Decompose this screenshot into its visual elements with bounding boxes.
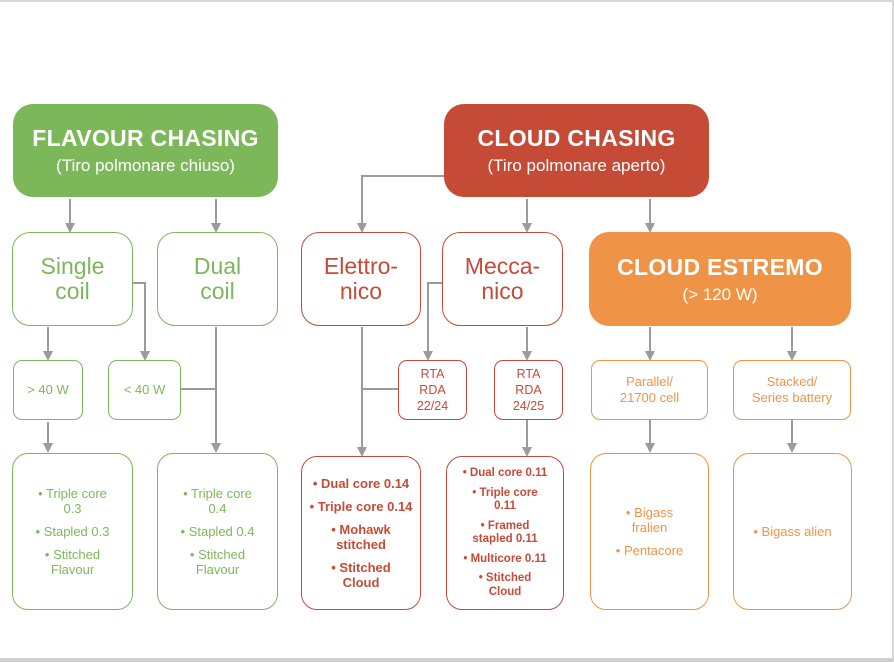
arrow-meccanico-rta22 <box>423 282 442 361</box>
arrow-single-under40 <box>132 282 150 361</box>
category-single-coil: Single coil <box>12 232 133 326</box>
condition-stacked: Stacked/ Series battery <box>733 360 851 420</box>
category-meccanico-line1: Mecca- <box>464 253 541 279</box>
condition-stacked-line1: Stacked/ <box>766 374 818 389</box>
condition-parallel-line1: Parallel/ <box>626 374 673 389</box>
list-item: • Triple core 0.3 <box>38 486 107 516</box>
list-item: • Stitched Cloud <box>331 560 391 590</box>
category-meccanico-line2: nico <box>481 278 524 304</box>
list-meccanico: • Dual core 0.11 • Triple core 0.11 • Fr… <box>446 456 564 610</box>
category-meccanico: Mecca- nico <box>442 232 563 326</box>
condition-rta-24-25: RTA RDA 24/25 <box>494 360 563 420</box>
list-item: • Stapled 0.3 <box>35 524 110 539</box>
list-item: • Stitched Flavour <box>44 547 101 577</box>
condition-rta-24-line3: 24/25 <box>512 399 545 413</box>
condition-stacked-line2: Series battery <box>751 390 833 405</box>
category-single-line1: Single <box>40 253 105 279</box>
list-dual-coil: • Triple core 0.4 • Stapled 0.4 • Stitch… <box>157 453 278 610</box>
header-flavour-chasing: FLAVOUR CHASING (Tiro polmonare chiuso) <box>13 104 278 197</box>
list-elettronico: • Dual core 0.14 • Triple core 0.14 • Mo… <box>301 456 421 610</box>
condition-over-40w-label: > 40 W <box>27 382 69 397</box>
header-cloud-title: CLOUD CHASING <box>477 125 676 151</box>
list-item: • Triple core 0.11 <box>472 486 538 513</box>
condition-rta-24-line1: RTA <box>516 367 541 381</box>
list-item: • Stitched Flavour <box>189 547 246 577</box>
header-cloud-estremo: CLOUD ESTREMO (> 120 W) <box>589 232 851 326</box>
header-flavour-title: FLAVOUR CHASING <box>32 125 259 151</box>
list-item: • Triple core 0.14 <box>309 499 413 514</box>
arrow-cloud-elettronico <box>357 175 446 233</box>
condition-rta-24-line2: RDA <box>515 383 542 397</box>
category-dual-line1: Dual <box>193 253 242 279</box>
list-item: • Pentacore <box>615 543 684 558</box>
condition-rta-22-line1: RTA <box>420 367 445 381</box>
category-elettronico-line2: nico <box>339 278 383 304</box>
condition-rta-22-24: RTA RDA 22/24 <box>398 360 467 420</box>
list-item: • Stapled 0.4 <box>180 524 255 539</box>
list-item: • Multicore 0.11 <box>463 552 547 565</box>
category-elettronico: Elettro- nico <box>301 232 421 326</box>
list-item: • Bigass fralien <box>625 505 674 535</box>
header-cloud-chasing: CLOUD CHASING (Tiro polmonare aperto) <box>444 104 709 197</box>
condition-rta-22-line2: RDA <box>419 383 446 397</box>
condition-rta-22-line3: 22/24 <box>416 399 449 413</box>
list-item: • Bigass alien <box>753 524 832 539</box>
header-estremo-subtitle: (> 120 W) <box>682 284 758 304</box>
condition-under-40w: < 40 W <box>108 360 181 420</box>
header-estremo-title: CLOUD ESTREMO <box>617 253 823 280</box>
category-dual-coil: Dual coil <box>157 232 278 326</box>
list-item: • Framed stapled 0.11 <box>472 519 538 546</box>
header-cloud-subtitle: (Tiro polmonare aperto) <box>487 156 666 175</box>
list-stacked: • Bigass alien <box>733 453 852 610</box>
category-elettronico-line1: Elettro- <box>323 253 399 279</box>
condition-parallel-line2: 21700 cell <box>619 390 680 405</box>
category-single-line2: coil <box>55 278 90 304</box>
condition-under-40w-label: < 40 W <box>123 382 166 397</box>
list-item: • Triple core 0.4 <box>183 486 252 516</box>
list-item: • Dual core 0.11 <box>462 467 548 479</box>
list-item: • Mohawk stitched <box>331 522 391 552</box>
list-single-coil: • Triple core 0.3 • Stapled 0.3 • Stitch… <box>12 453 133 610</box>
condition-over-40w: > 40 W <box>13 360 83 420</box>
list-item: • Stitched Cloud <box>478 572 532 598</box>
list-item: • Dual core 0.14 <box>312 476 410 491</box>
list-parallel: • Bigass fralien • Pentacore <box>590 453 709 610</box>
category-dual-line2: coil <box>200 278 235 304</box>
header-flavour-subtitle: (Tiro polmonare chiuso) <box>56 156 235 175</box>
condition-parallel: Parallel/ 21700 cell <box>591 360 708 420</box>
